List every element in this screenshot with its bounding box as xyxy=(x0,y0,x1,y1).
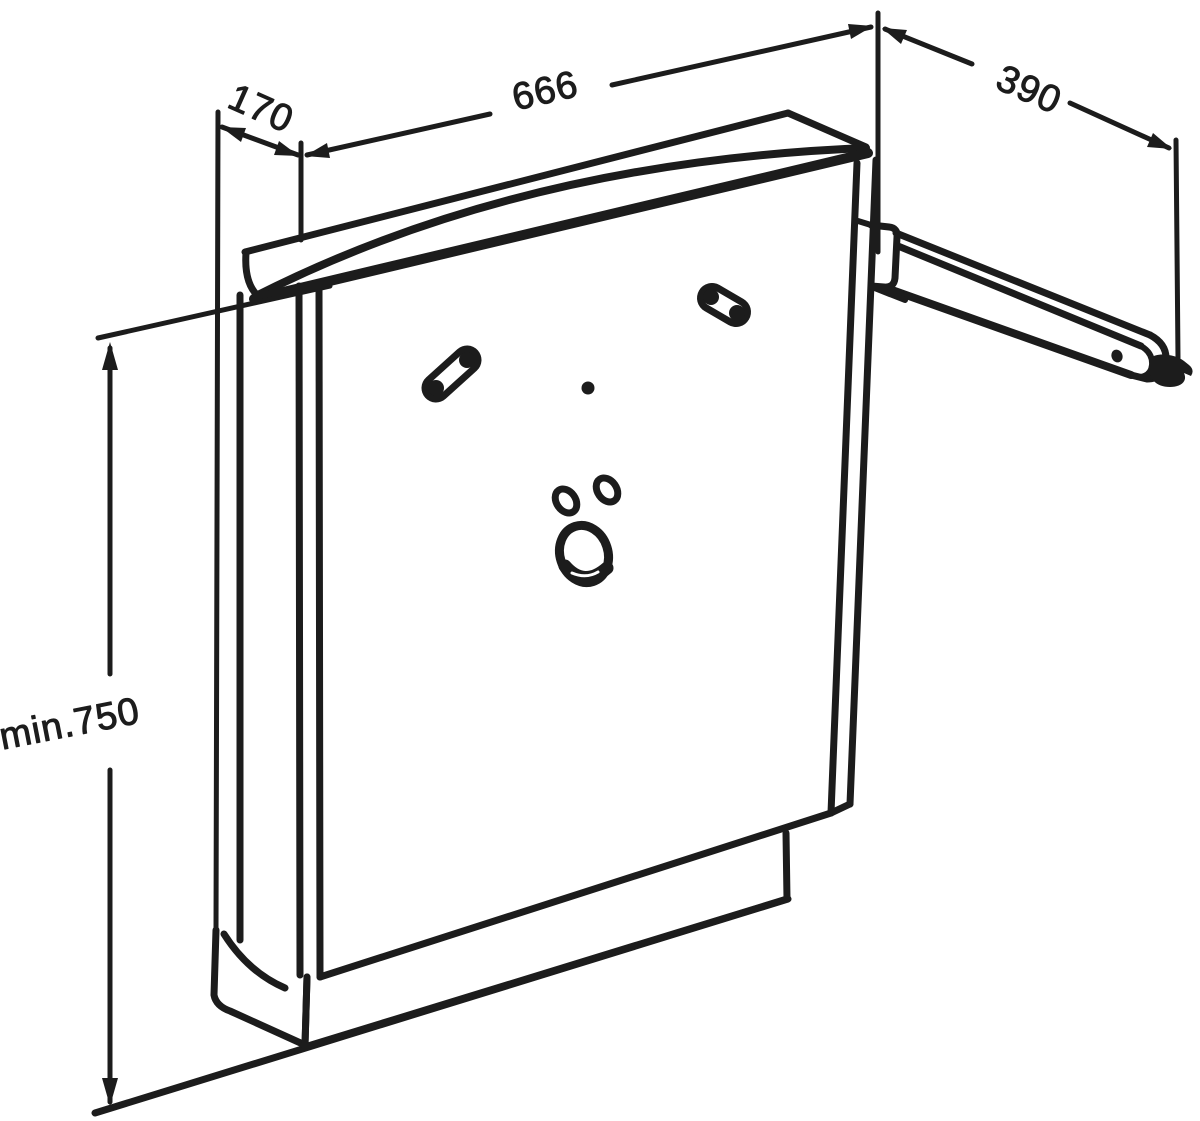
base-plinth xyxy=(301,829,791,1050)
column-foot xyxy=(210,926,311,1049)
label-min750: min.750 xyxy=(0,690,144,758)
arm-end-pin xyxy=(1149,354,1193,387)
dimension-arm-390: 390 xyxy=(882,26,1181,361)
label-390: 390 xyxy=(990,57,1068,122)
label-666: 666 xyxy=(508,63,582,119)
large-drain-hole xyxy=(554,520,614,588)
unit-body xyxy=(295,156,880,981)
small-oval-hole-left xyxy=(551,485,581,517)
arm-end-hole xyxy=(1111,349,1123,363)
dimension-depth-170: 170 xyxy=(219,76,304,243)
top-cover xyxy=(241,109,873,304)
mounting-holes xyxy=(421,283,751,588)
center-dot-hole xyxy=(581,381,595,395)
slot-hole-left xyxy=(421,345,482,403)
wall-column xyxy=(210,109,311,1049)
small-oval-hole-right xyxy=(592,474,622,506)
slot-hole-right xyxy=(697,283,751,327)
arm-mount-plate xyxy=(867,221,901,291)
support-arm xyxy=(855,218,1193,387)
